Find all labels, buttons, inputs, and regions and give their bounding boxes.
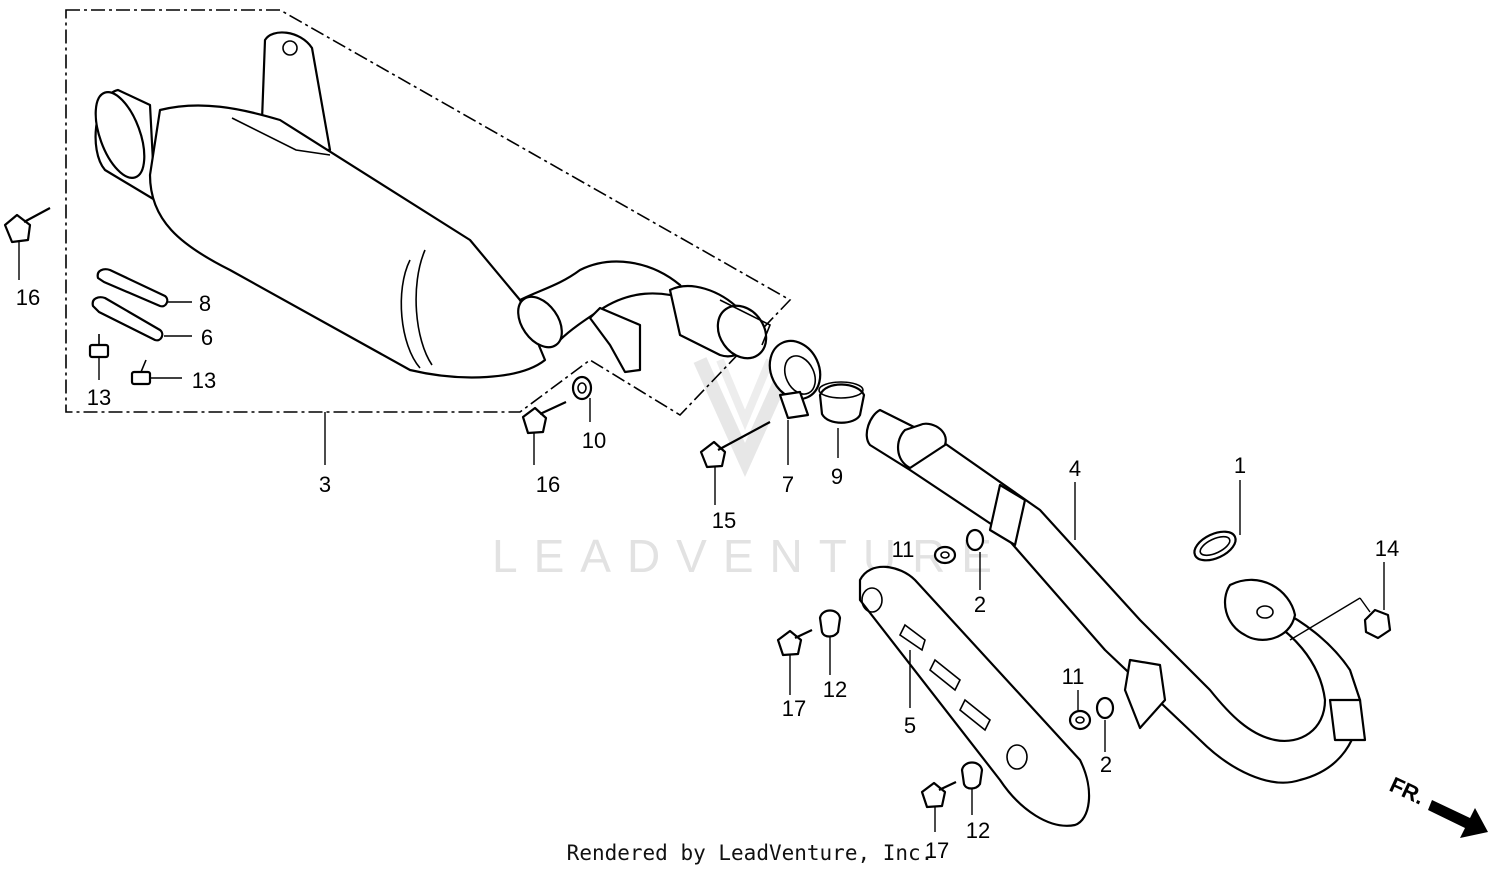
band-plate-6 — [91, 296, 164, 342]
flange-nut-14 — [1363, 608, 1392, 640]
washer-2-bottom — [1095, 696, 1115, 720]
band-plate-8 — [96, 268, 169, 308]
callout-14: 14 — [1375, 536, 1399, 561]
collar-12-lower — [960, 761, 984, 790]
muffler-assembly-outline — [65, 9, 792, 417]
callout-12: 12 — [966, 818, 990, 843]
callout-9: 9 — [831, 464, 843, 489]
bolt-13-right — [130, 359, 152, 386]
watermark-logo — [693, 357, 797, 478]
callout-1: 1 — [1234, 453, 1246, 478]
callout-11: 11 — [892, 537, 915, 562]
callout-15: 15 — [712, 508, 736, 533]
front-direction-label: FR. — [1386, 772, 1429, 810]
watermark-text: LEADVENTURE — [492, 530, 1008, 582]
bolt-16-middle — [521, 401, 567, 435]
washer-11-bottom — [1068, 709, 1092, 731]
callout-3: 3 — [319, 472, 331, 497]
render-credit: Rendered by LeadVenture, Inc. — [567, 841, 934, 865]
washer-11-top — [933, 545, 957, 565]
bolt-17-lower — [920, 781, 957, 809]
exhaust-clamp-7 — [768, 339, 822, 420]
callout-12: 12 — [823, 677, 847, 702]
front-direction-arrow-icon — [1428, 800, 1488, 838]
callout-16: 16 — [536, 472, 560, 497]
callout-10: 10 — [582, 428, 606, 453]
callout-2: 2 — [1100, 752, 1112, 777]
callout-2: 2 — [974, 592, 986, 617]
callout-11: 11 — [1062, 664, 1085, 689]
callout-5: 5 — [904, 713, 916, 738]
collar-12-upper — [818, 609, 842, 638]
callout-8: 8 — [199, 291, 211, 316]
callout-7: 7 — [782, 472, 794, 497]
exhaust-protector-5 — [858, 565, 1091, 827]
callout-13: 13 — [192, 368, 216, 393]
bolt-15 — [699, 421, 771, 469]
exhaust-pipe-4 — [865, 408, 1367, 784]
joint-gasket-9 — [818, 381, 866, 424]
callout-17: 17 — [925, 838, 949, 863]
muffler — [94, 31, 772, 379]
callout-4: 4 — [1069, 456, 1081, 481]
bolt-16-top — [3, 207, 51, 244]
callout-6: 6 — [201, 325, 213, 350]
callout-17: 17 — [782, 696, 806, 721]
bolt-17-upper — [776, 629, 813, 657]
washer-2-top — [965, 528, 985, 552]
bolt-13-left — [88, 334, 110, 359]
callout-13: 13 — [87, 385, 111, 410]
gasket-1 — [1193, 530, 1237, 562]
callout-16: 16 — [16, 285, 40, 310]
washer-10 — [571, 375, 593, 401]
